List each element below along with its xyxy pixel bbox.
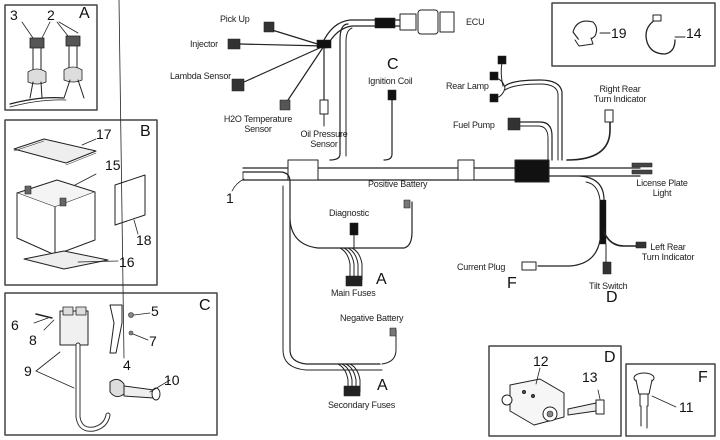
part-number-15: 15 — [105, 157, 121, 173]
label-oil-pressure-sensor: Oil Pressure Sensor — [292, 129, 356, 149]
panel-clips — [551, 2, 716, 67]
label-rrt-line2: Turn Indicator — [593, 94, 647, 104]
label-h2o-line2: Sensor — [244, 124, 272, 134]
label-lpl-line2: Light — [652, 188, 672, 198]
part-number-8: 8 — [29, 332, 37, 348]
label-lpl-line1: License Plate — [636, 178, 688, 188]
panel-f-current-plug — [625, 363, 716, 437]
label-positive-battery: Positive Battery — [368, 179, 428, 189]
label-right-rear-turn-indicator: Right Rear Turn Indicator — [580, 84, 660, 104]
label-left-rear-turn-indicator: Left Rear Turn Indicator — [628, 242, 708, 262]
label-current-plug: Current Plug — [457, 262, 506, 272]
label-negative-battery: Negative Battery — [340, 313, 404, 323]
label-rear-lamp: Rear Lamp — [446, 81, 489, 91]
section-letter-f: F — [698, 369, 708, 386]
label-tilt-switch: Tilt Switch — [589, 281, 628, 291]
label-ignition-coil: Ignition Coil — [368, 76, 413, 86]
part-number-11: 11 — [679, 399, 694, 415]
part-number-6: 6 — [11, 317, 19, 333]
part-number-18: 18 — [136, 232, 152, 248]
label-fuel-pump: Fuel Pump — [453, 120, 495, 130]
label-license-plate-light: License Plate Light — [622, 178, 702, 198]
part-number-5: 5 — [151, 303, 159, 319]
label-pick-up: Pick Up — [220, 14, 250, 24]
label-injector: Injector — [190, 39, 218, 49]
panel-d-tilt-switch — [488, 345, 622, 437]
section-letter-ignition: C — [387, 56, 399, 73]
panel-c-ignition-coil — [4, 0, 218, 436]
part-number-17: 17 — [96, 126, 112, 142]
label-lambda-sensor: Lambda Sensor — [170, 71, 231, 81]
part-number-16: 16 — [119, 254, 135, 270]
label-main-fuses: Main Fuses — [331, 288, 376, 298]
label-diagnostic: Diagnostic — [329, 208, 370, 218]
label-lrt-line2: Turn Indicator — [641, 252, 695, 262]
part-number-3: 3 — [10, 7, 18, 23]
panel-b-battery — [4, 119, 158, 286]
section-letter-b: B — [140, 123, 151, 140]
part-number-1: 1 — [226, 190, 234, 206]
section-letter-current-plug: F — [507, 275, 517, 292]
part-number-9: 9 — [24, 363, 32, 379]
main-harness — [227, 9, 653, 397]
label-secondary-fuses: Secondary Fuses — [328, 400, 396, 410]
label-rrt-line1: Right Rear — [599, 84, 641, 94]
part-number-7: 7 — [149, 333, 157, 349]
panel-a-fuse-holders — [4, 4, 98, 111]
section-letter-a: A — [79, 5, 90, 22]
label-lrt-line1: Left Rear — [650, 242, 686, 252]
part-number-10: 10 — [164, 372, 180, 388]
label-oil-line2: Sensor — [310, 139, 338, 149]
part-number-13: 13 — [582, 369, 598, 385]
part-number-19: 19 — [611, 25, 627, 41]
section-letter-c: C — [199, 297, 211, 314]
part-number-14: 14 — [686, 25, 702, 41]
label-ecu: ECU — [466, 17, 485, 27]
label-h2o-line1: H2O Temperature — [223, 114, 293, 124]
section-letter-main-fuses: A — [376, 271, 387, 288]
section-letter-d: D — [604, 349, 616, 366]
part-number-2: 2 — [47, 7, 55, 23]
label-oil-line1: Oil Pressure — [300, 129, 348, 139]
label-h2o-temperature-sensor: H2O Temperature Sensor — [218, 114, 298, 134]
section-letter-secondary-fuses: A — [377, 377, 388, 394]
part-number-4: 4 — [123, 357, 131, 373]
part-number-12: 12 — [533, 353, 549, 369]
section-letter-tilt-switch: D — [606, 289, 618, 306]
